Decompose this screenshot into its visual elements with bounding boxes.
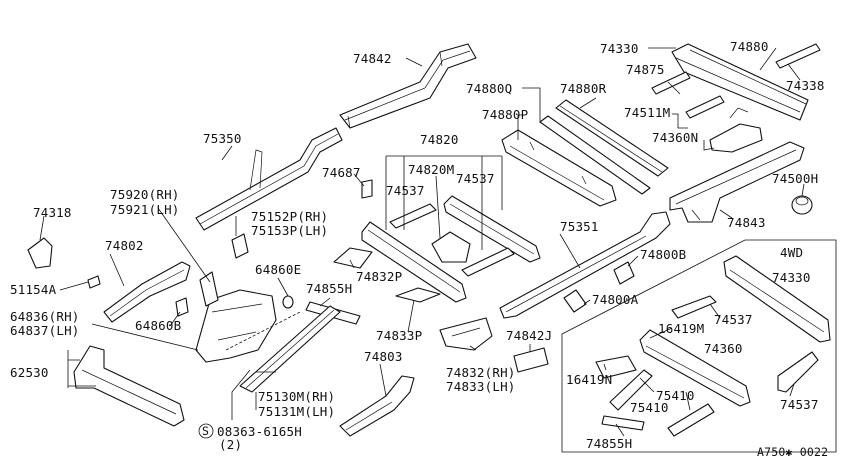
part-75351-rail <box>499 211 671 319</box>
part-74338-bracket <box>775 43 821 69</box>
label-74537-c: 74537 <box>714 312 753 327</box>
label-74855h-4wd: 74855H <box>586 436 633 451</box>
label-74800a: 74800A <box>592 292 639 307</box>
s-symbol: S <box>202 424 210 438</box>
part-74832-bracket <box>439 317 493 351</box>
label-74687: 74687 <box>322 165 361 180</box>
part-74880-panel <box>671 43 809 121</box>
part-62530-crossmember <box>73 345 185 427</box>
label-74511m: 74511M <box>624 105 671 120</box>
part-74800a-bracket <box>563 289 587 313</box>
label-74820: 74820 <box>420 132 459 147</box>
label-74833p: 74833P <box>376 328 423 343</box>
part-64836-apron <box>195 271 277 363</box>
label-4wd: 4WD <box>780 245 804 260</box>
label-74500h: 74500H <box>772 171 819 186</box>
label-16419n: 16419N <box>566 372 613 387</box>
label-74880r: 74880R <box>560 81 607 96</box>
label-08363: 08363-6165H <box>217 424 302 439</box>
label-74832rh: 74832(RH) <box>446 365 516 380</box>
label-74802: 74802 <box>105 238 144 253</box>
label-74833lh: 74833(LH) <box>446 379 516 394</box>
label-75921: 75921(LH) <box>110 202 180 217</box>
part-74875-bracket <box>651 71 691 95</box>
part-74842-rail <box>339 43 477 129</box>
part-74880q-rail <box>539 115 651 195</box>
label-74832p: 74832P <box>356 269 403 284</box>
label-74318: 74318 <box>33 205 72 220</box>
label-74800b: 74800B <box>640 247 687 262</box>
label-75153p: 75153P(LH) <box>251 223 329 238</box>
s-symbol-circle <box>198 423 214 439</box>
label-74537-d: 74537 <box>780 397 819 412</box>
label-74880q: 74880Q <box>466 81 513 96</box>
label-64860b: 64860B <box>135 318 182 333</box>
part-75152p-bracket <box>231 233 249 259</box>
label-75131m: 75131M(LH) <box>258 404 336 419</box>
part-74820-crossmember <box>361 195 541 303</box>
label-75410-b: 75410 <box>630 400 669 415</box>
label-74360: 74360 <box>704 341 743 356</box>
label-74855h: 74855H <box>306 281 353 296</box>
part-74843-crossmember <box>669 141 805 223</box>
diagram-code: A750✱ 0022 <box>757 445 829 459</box>
label-75410-a: 75410 <box>656 388 695 403</box>
part-74833p-bracket <box>395 287 441 303</box>
part-74360n-bracket <box>709 107 763 153</box>
part-74842j-bracket <box>513 347 549 373</box>
label-74338: 74338 <box>786 78 825 93</box>
part-74500h-grommet <box>791 195 813 215</box>
label-74843: 74843 <box>727 215 766 230</box>
label-74875: 74875 <box>626 62 665 77</box>
part-74511m-bracket <box>685 95 725 119</box>
part-74318-bracket <box>27 237 53 269</box>
label-64837: 64837(LH) <box>10 323 80 338</box>
label-64836: 64836(RH) <box>10 309 80 324</box>
label-75152p: 75152P(RH) <box>251 209 329 224</box>
label-74537-b: 74537 <box>456 171 495 186</box>
part-74802-extension <box>103 261 191 323</box>
label-74360n: 74360N <box>652 130 699 145</box>
label-64860e: 64860E <box>255 262 302 277</box>
part-74880p-rail <box>501 129 617 207</box>
part-74832p-bracket <box>333 247 373 269</box>
label-74330-4wd: 74330 <box>772 270 811 285</box>
part-74803-extension <box>339 375 415 437</box>
part-64860b-clip <box>175 297 189 317</box>
label-62530: 62530 <box>10 365 49 380</box>
label-74842j: 74842J <box>506 328 553 343</box>
part-75350-rail <box>195 127 343 231</box>
part-74687-bracket <box>361 179 373 199</box>
label-16419m: 16419M <box>658 321 705 336</box>
part-51154a-bolt <box>87 275 101 289</box>
label-74803: 74803 <box>364 349 403 364</box>
leader-lines <box>39 47 805 437</box>
part-74880r-rail <box>555 99 669 177</box>
label-75920: 75920(RH) <box>110 187 180 202</box>
label-74880: 74880 <box>730 39 769 54</box>
label-74537-a: 74537 <box>386 183 425 198</box>
label-74820m: 74820M <box>408 162 455 177</box>
part-74800b-bracket <box>613 261 635 285</box>
label-74880p: 74880P <box>482 107 529 122</box>
label-75351: 75351 <box>560 219 599 234</box>
label-74842: 74842 <box>353 51 392 66</box>
label-51154a: 51154A <box>10 282 57 297</box>
4wd-inset <box>561 239 837 453</box>
part-64860e-grommet <box>282 295 294 309</box>
label-75130m: 75130M(RH) <box>258 389 336 404</box>
label-74330: 74330 <box>600 41 639 56</box>
part-75130m-rail <box>239 305 341 393</box>
label-08363-qty: (2) <box>219 437 243 452</box>
label-75350: 75350 <box>203 131 242 146</box>
